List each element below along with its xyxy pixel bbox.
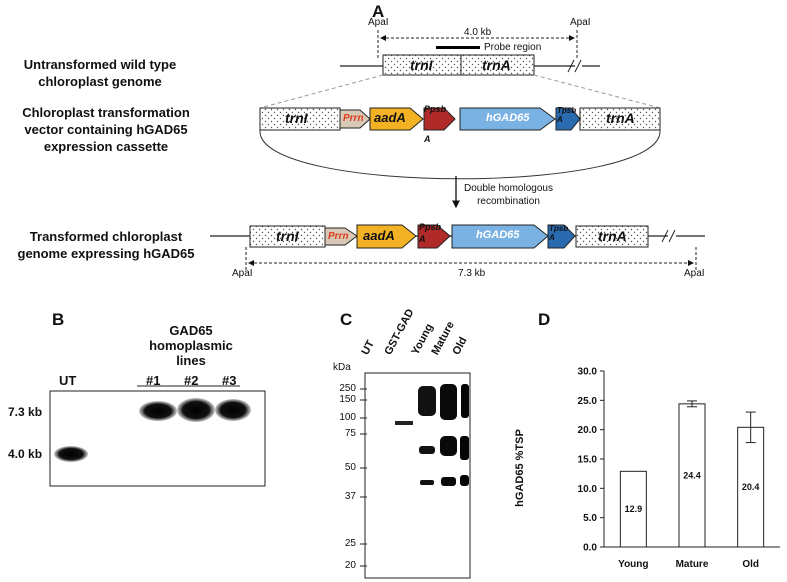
recomb-line1: Double homologous bbox=[464, 183, 553, 194]
y-tick-label-3: 15.0 bbox=[578, 455, 598, 466]
band-line3-7kb bbox=[215, 399, 251, 421]
panel-b-title: GAD65 homoplasmic lines bbox=[136, 323, 246, 368]
wt-trna-label: trnA bbox=[482, 57, 511, 73]
y-tick-label-4: 20.0 bbox=[578, 425, 598, 436]
vec-hgad-label: hGAD65 bbox=[486, 112, 530, 124]
vector-desc-line3: expression cassette bbox=[43, 139, 169, 154]
vec-aada-label: aadA bbox=[374, 110, 406, 125]
tr-psba-label: Ppsb A bbox=[419, 222, 441, 244]
lane-mature-bands bbox=[440, 384, 457, 486]
bar-old bbox=[737, 426, 765, 548]
ladder-25: 25 bbox=[344, 538, 356, 549]
transformed-desc-line2: genome expressing hGAD65 bbox=[17, 246, 195, 261]
vec-psba-label: Ppsb A bbox=[424, 104, 446, 144]
vec-tpsb-bottom: A bbox=[557, 115, 563, 124]
panel-c-label: C bbox=[340, 310, 353, 329]
vec-tpsb-top: Tpsb bbox=[557, 106, 577, 115]
category-label-old: Old bbox=[742, 559, 759, 570]
bar-young bbox=[619, 470, 647, 548]
wt-description: Untransformed wild type chloroplast geno… bbox=[2, 56, 198, 90]
y-tick-label-2: 10.0 bbox=[578, 484, 598, 495]
panel-b-southern-blot bbox=[49, 385, 266, 487]
chart-d-ylabel: hGAD65 %TSP bbox=[514, 429, 526, 507]
tr-tpsb-bottom: A bbox=[549, 233, 555, 242]
band-ut-4kb bbox=[54, 446, 88, 462]
apal-wt-left: ApaI bbox=[368, 17, 389, 28]
lane-label-2: #2 bbox=[184, 373, 199, 388]
size-tr-label: 7.3 kb bbox=[458, 268, 486, 279]
panel-b-label: B bbox=[52, 310, 65, 329]
apal-tr-left: ApaI bbox=[232, 268, 253, 279]
y-tick-label-0: 0.0 bbox=[583, 543, 597, 554]
ladder-100: 100 bbox=[339, 412, 356, 423]
vector-description: Chloroplast transformation vector contai… bbox=[2, 104, 210, 155]
wt-desc-line2: chloroplast genome bbox=[38, 74, 162, 89]
size-wt-label: 4.0 kb bbox=[464, 27, 492, 38]
tr-tpsb-top: Tpsb bbox=[549, 224, 569, 233]
lane-label-1: #1 bbox=[146, 373, 161, 388]
y-tick-label-5: 25.0 bbox=[578, 396, 598, 407]
y-tick-label-6: 30.0 bbox=[578, 367, 598, 378]
transformed-description: Transformed chloroplast genome expressin… bbox=[2, 228, 210, 262]
recomb-line2: recombination bbox=[477, 196, 540, 207]
tr-psba-bottom: A bbox=[419, 234, 426, 244]
data-label-young: 12.9 bbox=[625, 504, 643, 514]
vector-desc-line2: vector containing hGAD65 bbox=[24, 122, 188, 137]
tr-tpsb-label: Tpsb A bbox=[549, 224, 568, 242]
vec-prrn-label: Prrn bbox=[343, 113, 364, 124]
transformed-desc-line1: Transformed chloroplast bbox=[29, 229, 183, 244]
band-line2-7kb bbox=[177, 398, 215, 422]
vec-trna-label: trnA bbox=[606, 110, 635, 126]
tr-hgad-label: hGAD65 bbox=[476, 229, 520, 241]
vector-desc-line1: Chloroplast transformation bbox=[22, 105, 190, 120]
panel-a-wild-type-map bbox=[340, 30, 600, 76]
y-tick-label-1: 5.0 bbox=[583, 513, 597, 524]
kda-unit: kDa bbox=[333, 362, 351, 373]
ladder-50: 50 bbox=[344, 462, 356, 473]
ladder-150: 150 bbox=[339, 394, 356, 405]
band-line1-7kb bbox=[139, 401, 177, 421]
wt-trni-label: trnI bbox=[410, 57, 433, 73]
vec-psba-top: Ppsb bbox=[424, 104, 447, 114]
panel-a-label: A bbox=[372, 2, 385, 21]
category-label-young: Young bbox=[618, 559, 648, 570]
data-label-old: 20.4 bbox=[742, 482, 760, 492]
vec-psba-bottom: A bbox=[424, 134, 431, 144]
size-marker-7kb: 7.3 kb bbox=[8, 405, 43, 419]
panel-b-title-line3: lines bbox=[176, 353, 206, 368]
ladder-75: 75 bbox=[344, 428, 356, 439]
category-label-mature: Mature bbox=[676, 559, 709, 570]
lane-label-ut: UT bbox=[59, 373, 77, 388]
vec-trni-label: trnI bbox=[285, 110, 308, 126]
panel-c-western-blot bbox=[360, 372, 471, 579]
lane-young-bands bbox=[418, 386, 436, 485]
panel-b-title-line1: GAD65 bbox=[169, 323, 213, 338]
wt-desc-line1: Untransformed wild type bbox=[23, 57, 177, 72]
tr-trna-label: trnA bbox=[598, 228, 627, 244]
ladder-250: 250 bbox=[339, 383, 356, 394]
panel-a-expansion-lines bbox=[259, 74, 661, 109]
lane-old-bands bbox=[460, 384, 469, 486]
vec-tpsb-label: Tpsb A bbox=[557, 106, 576, 124]
panel-a-vector-map bbox=[259, 107, 661, 180]
tr-aada-label: aadA bbox=[363, 228, 395, 243]
band-gst-gad bbox=[395, 421, 413, 425]
tr-psba-top: Ppsb bbox=[419, 222, 442, 232]
panel-a-transformed-map bbox=[210, 224, 705, 270]
apal-tr-right: ApaI bbox=[684, 268, 705, 279]
panel-d-label: D bbox=[538, 310, 551, 329]
ladder-20: 20 bbox=[344, 560, 356, 571]
apal-wt-right: ApaI bbox=[570, 17, 591, 28]
probe-region-label: Probe region bbox=[484, 42, 542, 53]
ladder-37: 37 bbox=[344, 491, 356, 502]
data-label-mature: 24.4 bbox=[683, 470, 701, 480]
size-marker-4kb: 4.0 kb bbox=[8, 447, 43, 461]
recombination-label: Double homologous recombination bbox=[464, 182, 553, 208]
tr-prrn-label: Prrn bbox=[328, 231, 349, 242]
lane-label-3: #3 bbox=[222, 373, 237, 388]
tr-trni-label: trnI bbox=[276, 228, 299, 244]
panel-b-title-line2: homoplasmic bbox=[149, 338, 233, 353]
